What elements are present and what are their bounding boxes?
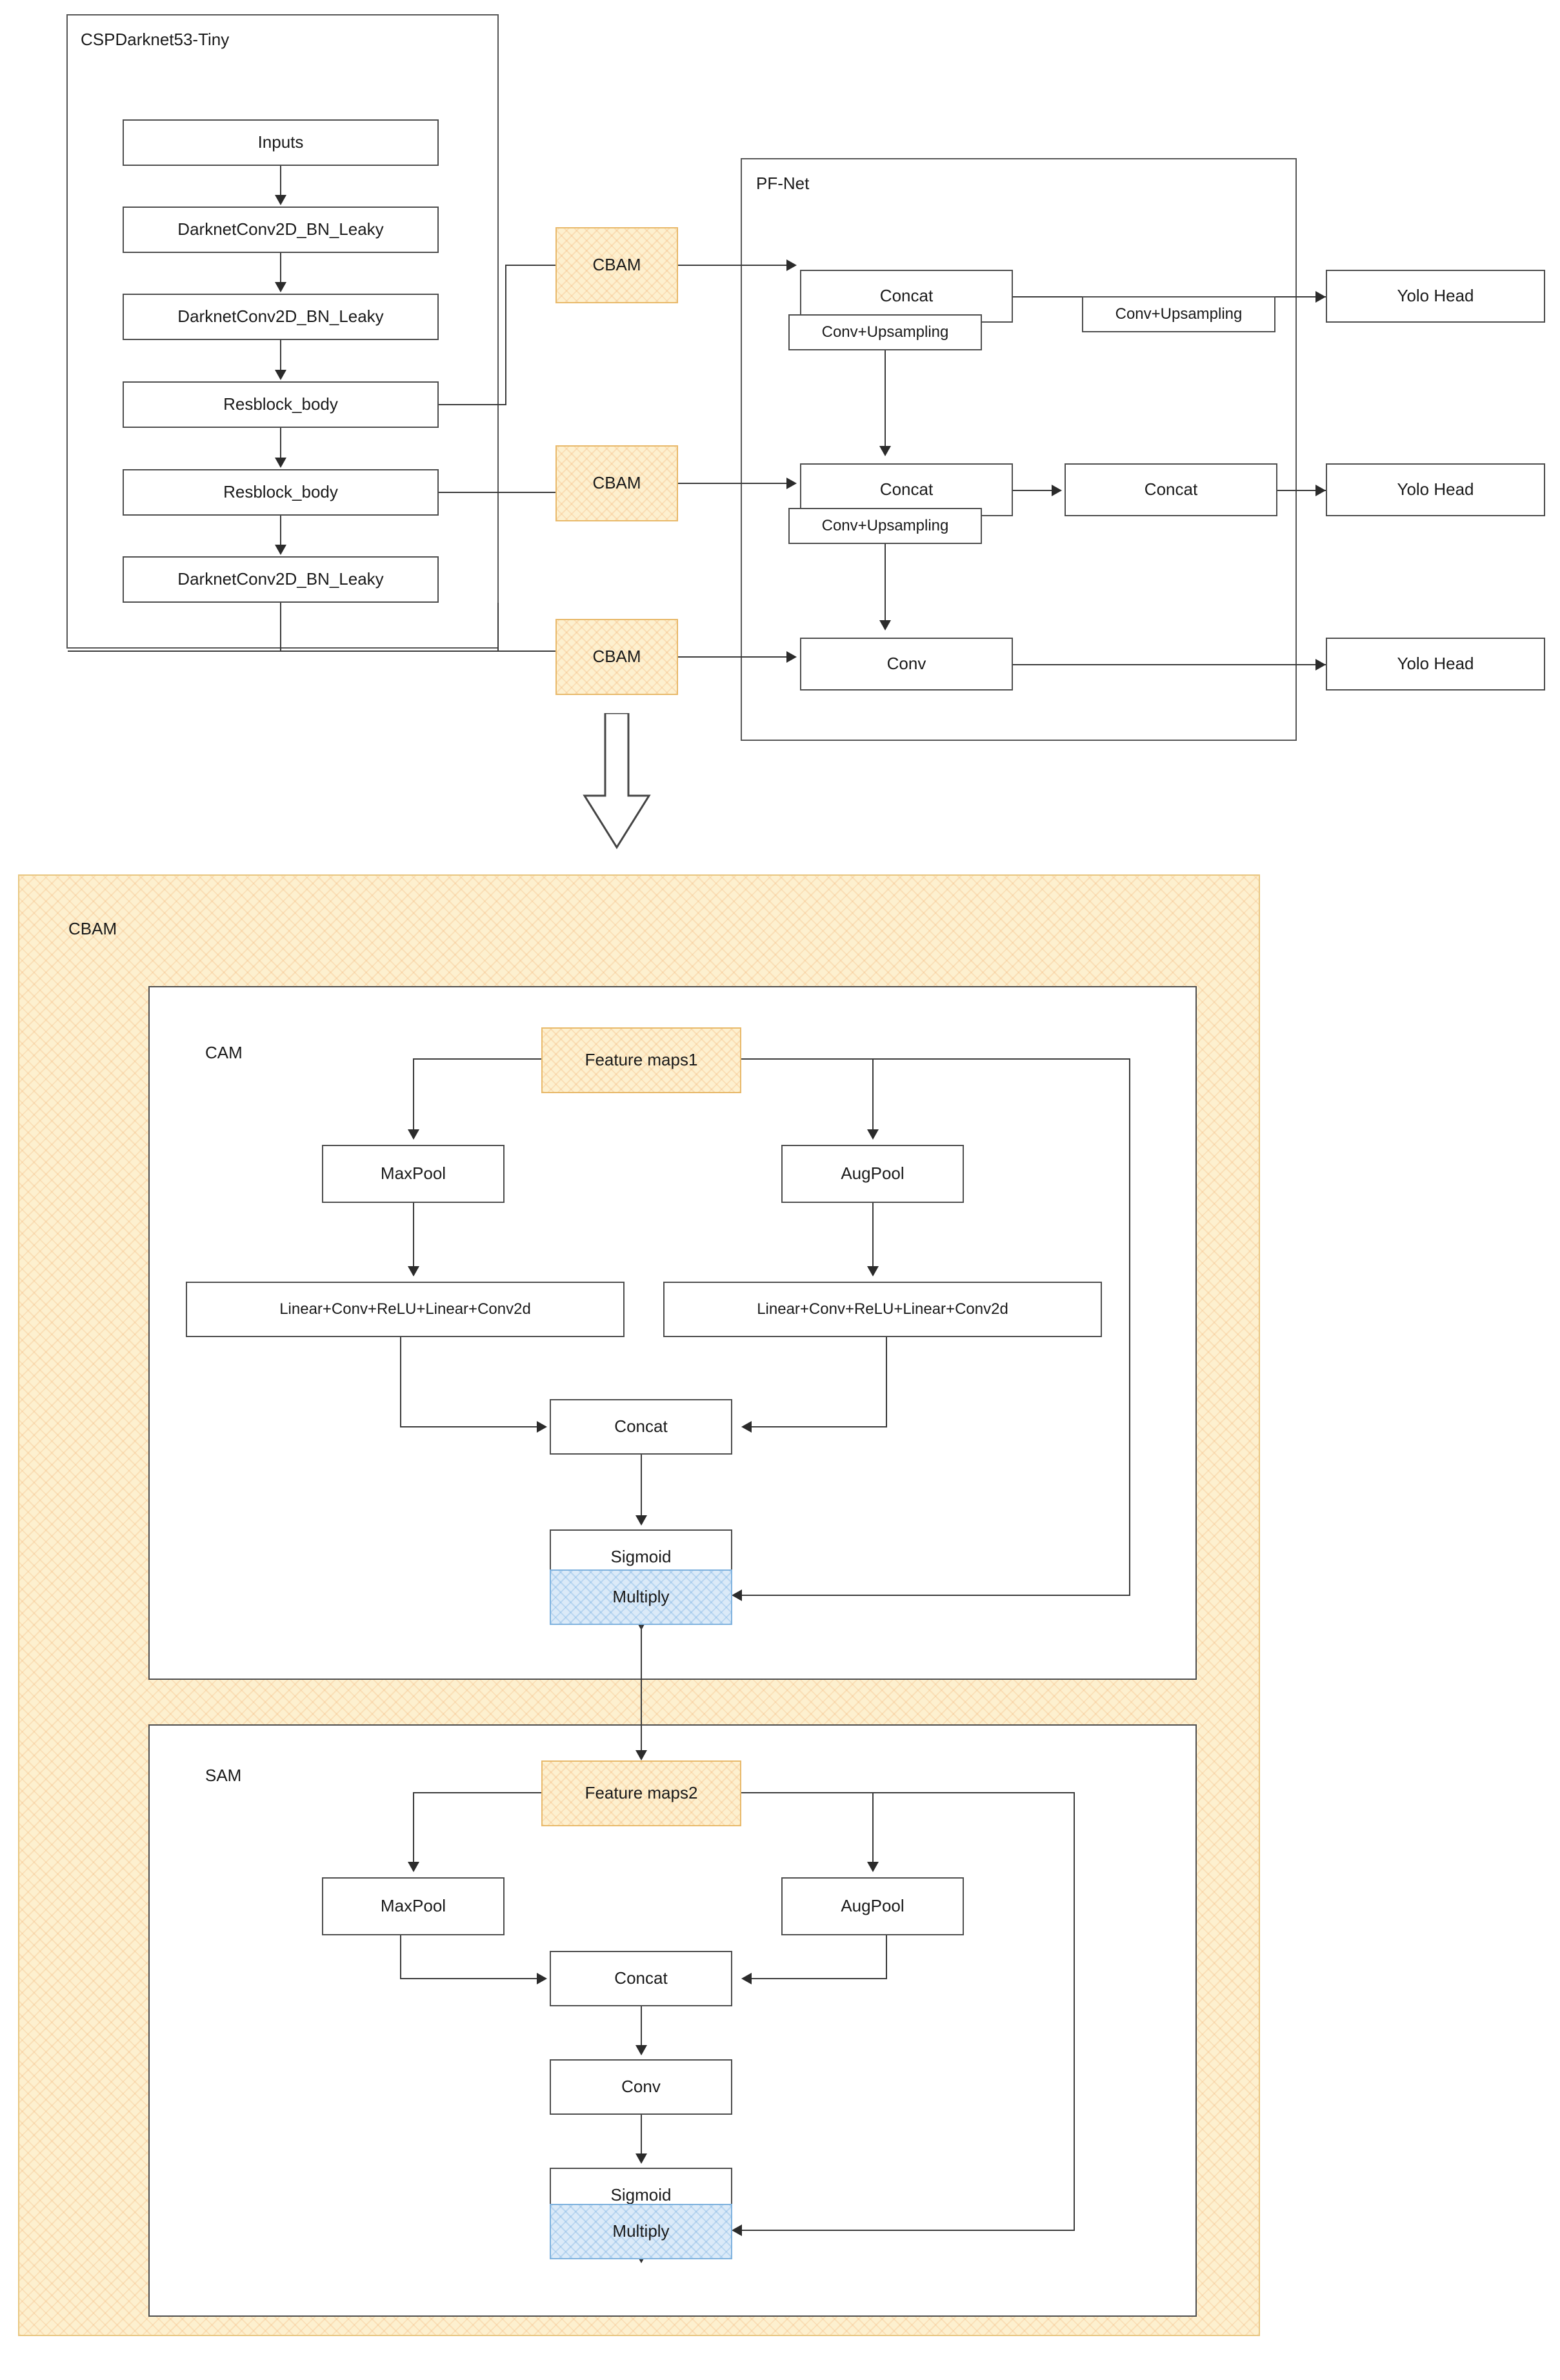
node-resblock-body-2-label: Resblock_body [223, 482, 338, 502]
node-conv-upsampling-mid-label: Conv+Upsampling [821, 517, 949, 535]
node-conv-bottom-label: Conv [886, 654, 926, 674]
node-inputs[interactable]: Inputs [123, 119, 439, 166]
node-darknetconv-1-label: DarknetConv2D_BN_Leaky [177, 219, 384, 239]
node-darknetconv-3-label: DarknetConv2D_BN_Leaky [177, 569, 384, 589]
node-cam-concat[interactable]: Concat [550, 1399, 732, 1455]
node-sam-multiply[interactable]: Multiply [550, 2204, 732, 2259]
node-feature-maps-2[interactable]: Feature maps2 [541, 1760, 741, 1826]
group-cbam-label: CBAM [68, 919, 117, 938]
node-cam-multiply-label: Multiply [612, 1587, 670, 1607]
node-darknetconv-3[interactable]: DarknetConv2D_BN_Leaky [123, 556, 439, 603]
node-darknetconv-1[interactable]: DarknetConv2D_BN_Leaky [123, 207, 439, 253]
node-cam-maxpool[interactable]: MaxPool [322, 1145, 505, 1203]
node-cam-augpool-label: AugPool [841, 1164, 905, 1184]
node-cam-mlp-right-label: Linear+Conv+ReLU+Linear+Conv2d [757, 1300, 1008, 1318]
node-sam-multiply-label: Multiply [612, 2221, 670, 2241]
node-sam-maxpool-label: MaxPool [380, 1896, 446, 1916]
node-yolo-head-2[interactable]: Yolo Head [1326, 463, 1545, 516]
node-yolo-head-3-label: Yolo Head [1397, 654, 1474, 674]
node-sam-maxpool[interactable]: MaxPool [322, 1877, 505, 1935]
node-darknetconv-2-label: DarknetConv2D_BN_Leaky [177, 307, 384, 327]
group-cam-label: CAM [205, 1043, 243, 1062]
node-yolo-head-1-label: Yolo Head [1397, 286, 1474, 306]
expand-arrow-icon [583, 713, 651, 849]
node-inputs-label: Inputs [257, 132, 304, 152]
node-cam-mlp-right[interactable]: Linear+Conv+ReLU+Linear+Conv2d [663, 1282, 1102, 1337]
node-cam-multiply[interactable]: Multiply [550, 1569, 732, 1625]
node-cam-sigmoid-label: Sigmoid [610, 1547, 672, 1567]
node-feature-maps-1[interactable]: Feature maps1 [541, 1027, 741, 1093]
group-pfnet: PF-Net [741, 158, 1297, 741]
node-sam-conv-label: Conv [621, 2077, 661, 2097]
group-backbone-label: CSPDarknet53-Tiny [81, 30, 230, 49]
node-cam-concat-label: Concat [614, 1417, 668, 1437]
group-pfnet-label: PF-Net [756, 174, 810, 193]
node-conv-upsampling-right[interactable]: Conv+Upsampling [1082, 296, 1275, 332]
node-sam-concat-label: Concat [614, 1968, 668, 1988]
group-backbone: CSPDarknet53-Tiny [66, 14, 499, 649]
node-sam-sigmoid-label: Sigmoid [610, 2185, 672, 2205]
node-feature-maps-1-label: Feature maps1 [585, 1050, 698, 1070]
node-cam-mlp-left-label: Linear+Conv+ReLU+Linear+Conv2d [279, 1300, 531, 1318]
node-conv-bottom[interactable]: Conv [800, 638, 1013, 691]
node-sam-conv[interactable]: Conv [550, 2059, 732, 2115]
node-cbam-3[interactable]: CBAM [555, 619, 678, 695]
node-cbam-1-label: CBAM [592, 255, 641, 275]
node-concat-mid-2[interactable]: Concat [1065, 463, 1277, 516]
node-concat-mid[interactable]: Concat [800, 463, 1013, 516]
node-resblock-body-1-label: Resblock_body [223, 394, 338, 414]
node-cbam-2-label: CBAM [592, 473, 641, 493]
node-cbam-1[interactable]: CBAM [555, 227, 678, 303]
node-resblock-body-1[interactable]: Resblock_body [123, 381, 439, 428]
node-cbam-3-label: CBAM [592, 647, 641, 667]
node-conv-upsampling-top[interactable]: Conv+Upsampling [788, 314, 982, 350]
node-cam-augpool[interactable]: AugPool [781, 1145, 964, 1203]
node-sam-augpool[interactable]: AugPool [781, 1877, 964, 1935]
node-conv-upsampling-mid[interactable]: Conv+Upsampling [788, 508, 982, 544]
node-concat-mid-label: Concat [879, 479, 934, 499]
node-darknetconv-2[interactable]: DarknetConv2D_BN_Leaky [123, 294, 439, 340]
node-resblock-body-2[interactable]: Resblock_body [123, 469, 439, 516]
node-yolo-head-3[interactable]: Yolo Head [1326, 638, 1545, 691]
node-cam-maxpool-label: MaxPool [380, 1164, 446, 1184]
node-sam-augpool-label: AugPool [841, 1896, 905, 1916]
node-concat-mid-2-label: Concat [1144, 479, 1198, 499]
node-cam-mlp-left[interactable]: Linear+Conv+ReLU+Linear+Conv2d [186, 1282, 625, 1337]
node-feature-maps-2-label: Feature maps2 [585, 1783, 698, 1803]
node-cbam-2[interactable]: CBAM [555, 445, 678, 521]
node-sam-concat[interactable]: Concat [550, 1951, 732, 2006]
node-yolo-head-2-label: Yolo Head [1397, 479, 1474, 499]
node-yolo-head-1[interactable]: Yolo Head [1326, 270, 1545, 323]
node-conv-upsampling-top-label: Conv+Upsampling [821, 323, 949, 341]
node-concat-top-label: Concat [879, 286, 934, 306]
group-sam-label: SAM [205, 1766, 242, 1785]
node-conv-upsampling-right-label: Conv+Upsampling [1115, 305, 1243, 323]
